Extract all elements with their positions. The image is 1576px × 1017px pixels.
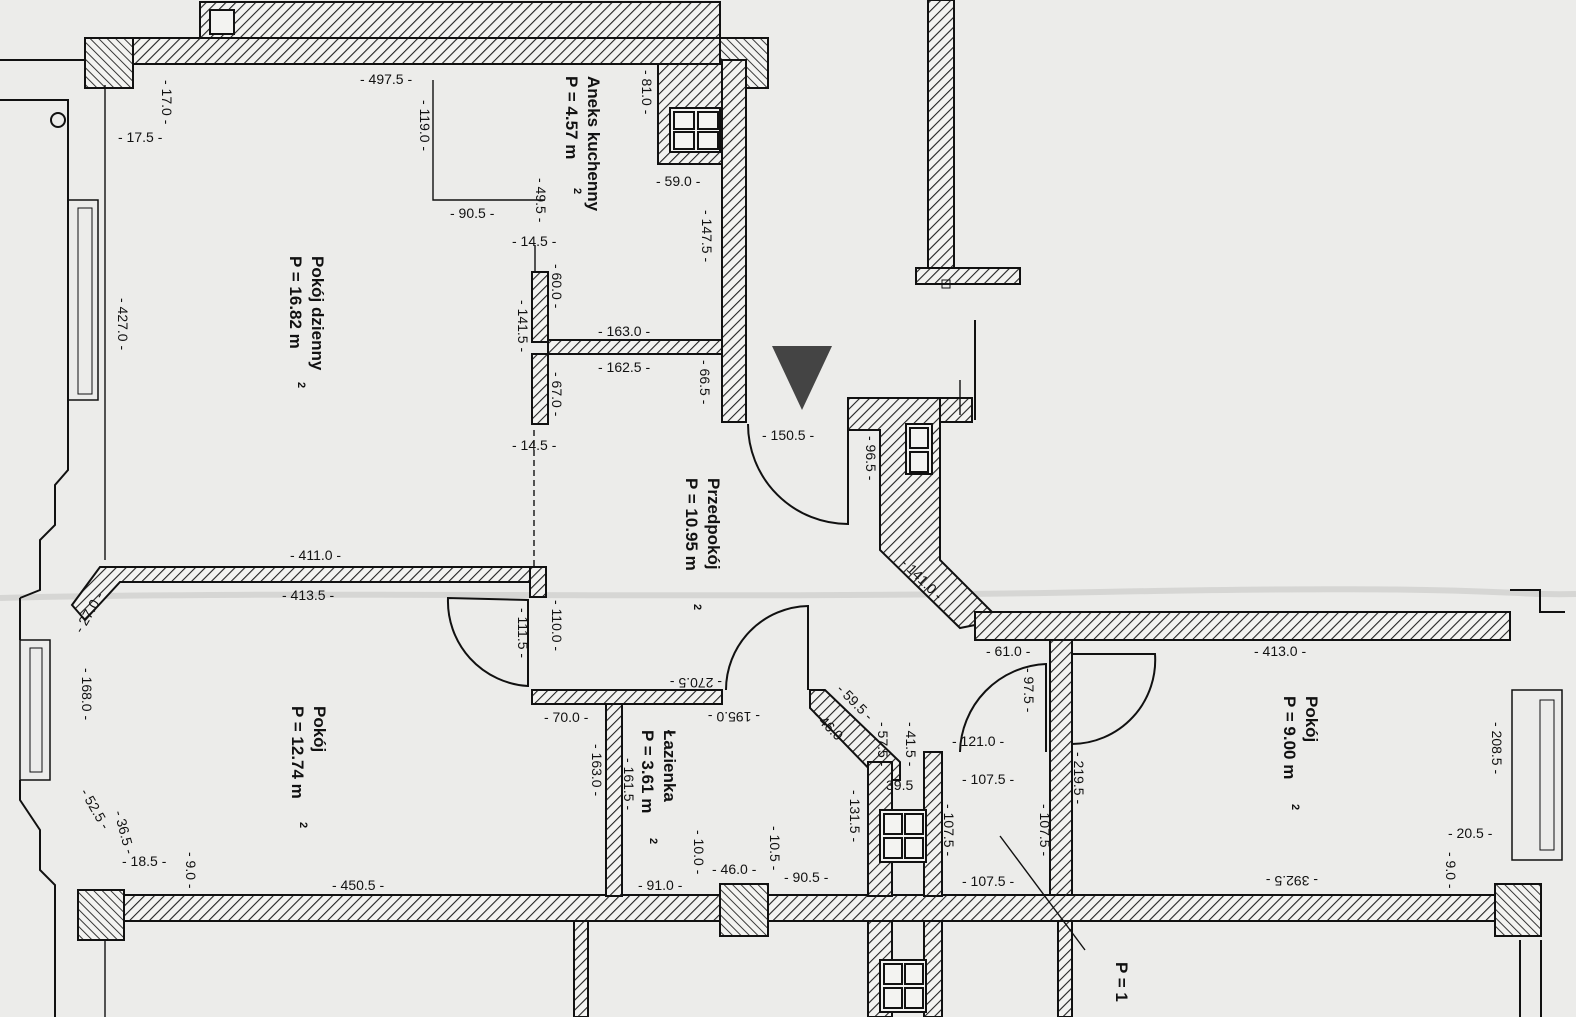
room-label-bathroom: Łazienka P = 3.61 m 2 xyxy=(638,730,679,844)
room-label-room-left: Pokój P = 12.74 m 2 xyxy=(288,706,329,828)
dim-label: 39.5 xyxy=(886,777,913,793)
room-area: P = 16.82 m xyxy=(286,256,305,349)
dim-label: - 60.0 - xyxy=(549,264,565,309)
room-area-unit-sup: 2 xyxy=(1289,804,1301,810)
dim-label: - 20.5 - xyxy=(1448,825,1493,841)
dim-label: - 163.0 - xyxy=(589,744,605,796)
dim-label: - 90.5 - xyxy=(784,869,829,885)
room-area-unit-sup: 2 xyxy=(571,188,583,194)
dim-label: - 163.0 - xyxy=(598,323,650,339)
dim-label: - 111.5 - xyxy=(515,608,531,658)
dim-label: - 10.0 - xyxy=(691,830,707,875)
room-label-kitchen: Aneks kuchenny P = 4.57 m 2 xyxy=(562,76,603,212)
dim-label: - 46.0 - xyxy=(712,861,757,877)
dim-label: - 14.5 - xyxy=(512,233,557,249)
room-label-hall: Przedpokój P = 10.95 m 2 xyxy=(682,478,723,610)
room-area: P = 1 xyxy=(1112,962,1131,1002)
dim-label: - 81.0 - xyxy=(639,70,655,115)
dim-label: - 52.5 - xyxy=(77,786,113,833)
dim-label: - 17.5 - xyxy=(118,129,163,145)
dim-label: - 90.5 - xyxy=(450,205,495,221)
dim-label: - 59.0 - xyxy=(656,173,701,189)
dim-label: - 61.0 - xyxy=(986,643,1031,659)
dim-label: - 18.5 - xyxy=(122,853,167,869)
dim-label: - 9.0 - xyxy=(1443,852,1459,889)
dim-label: - 9.0 - xyxy=(183,852,199,889)
dim-label: - 162.5 - xyxy=(598,359,650,375)
dim-label: - 57.5 - xyxy=(875,722,891,767)
dim-label: - 10.5 - xyxy=(767,826,783,871)
dim-label: - 141.5 - xyxy=(515,300,531,352)
dim-label: - 14.5 - xyxy=(512,437,557,453)
walls xyxy=(70,0,1542,1017)
dim-label: - 411.0 - xyxy=(290,547,341,563)
dim-label: - 67.0 - xyxy=(549,372,565,417)
room-area-unit-sup: 2 xyxy=(691,604,703,610)
room-label-partial: P = 1 xyxy=(1112,962,1131,1002)
dim-label: - 270.5 - xyxy=(670,675,722,691)
dim-label: - 107.5 - xyxy=(941,804,957,856)
dim-label: - 413.0 - xyxy=(1254,643,1306,659)
room-name: Pokój xyxy=(310,706,329,752)
dim-label: - 219.5 - xyxy=(1071,752,1087,804)
dim-label: - 17.0 - xyxy=(159,80,175,125)
dim-label: - 150.5 - xyxy=(762,427,814,443)
dim-label: - 49.5 - xyxy=(533,178,549,223)
dim-label: - 107.5 - xyxy=(962,873,1014,889)
dim-label: - 121.0 - xyxy=(952,733,1004,749)
room-area-unit-sup: 2 xyxy=(295,382,307,388)
dim-label: - 41.5 - xyxy=(903,722,919,767)
dim-label: - 195.0 - xyxy=(708,709,760,725)
dim-label: - 66.5 - xyxy=(697,360,713,405)
dim-label: - 168.0 - xyxy=(79,668,95,720)
dim-label: - 107.5 - xyxy=(1037,804,1053,856)
room-label-room-right: Pokój P = 9.00 m 2 xyxy=(1280,696,1321,810)
dim-label: - 96.5 - xyxy=(863,436,879,481)
room-area-unit-sup: 2 xyxy=(297,822,309,828)
dim-label: - 497.5 - xyxy=(360,71,412,87)
dim-label: - 392.5 - xyxy=(1266,873,1318,889)
dim-label: - 413.5 - xyxy=(282,587,334,603)
room-area-unit-sup: 2 xyxy=(647,838,659,844)
doors xyxy=(446,423,1157,753)
room-name: Aneks kuchenny xyxy=(584,76,603,212)
paper-fold-line xyxy=(0,586,1576,601)
room-area: P = 9.00 m xyxy=(1280,696,1299,779)
entrance-arrow-icon xyxy=(772,346,832,410)
dim-label: - 131.5 - xyxy=(847,790,863,842)
dim-label: - 36.5 - xyxy=(111,809,138,856)
facade xyxy=(0,59,1565,1017)
room-label-living: Pokój dzienny P = 16.82 m 2 xyxy=(286,256,327,388)
dim-label: - 107.5 - xyxy=(962,771,1014,787)
room-area: P = 3.61 m xyxy=(638,730,657,813)
dim-label: - 450.5 - xyxy=(332,877,384,893)
dim-label: - 119.0 - xyxy=(417,100,433,151)
dim-label: - 91.0 - xyxy=(638,877,683,893)
room-area: P = 10.95 m xyxy=(682,478,701,571)
dim-label: - 208.5 - xyxy=(1489,722,1505,774)
room-area: P = 4.57 m xyxy=(562,76,581,159)
dim-label: - 97.5 - xyxy=(1021,668,1037,713)
room-area: P = 12.74 m xyxy=(288,706,307,799)
dim-label: - 147.5 - xyxy=(699,210,715,262)
room-name: Przedpokój xyxy=(704,478,723,570)
dim-label: - 110.0 - xyxy=(549,600,565,651)
room-name: Pokój xyxy=(1302,696,1321,742)
room-name: Pokój dzienny xyxy=(308,256,327,371)
dim-label: - 427.0 - xyxy=(115,298,131,350)
room-name: Łazienka xyxy=(660,730,679,802)
dim-label: - 70.0 - xyxy=(544,709,589,725)
room-labels: Pokój dzienny P = 16.82 m 2 Aneks kuchen… xyxy=(286,76,1321,1002)
dimension-lines xyxy=(432,80,1086,951)
vent-ducts xyxy=(669,107,933,1013)
dim-label: - 161.5 - xyxy=(621,758,637,810)
